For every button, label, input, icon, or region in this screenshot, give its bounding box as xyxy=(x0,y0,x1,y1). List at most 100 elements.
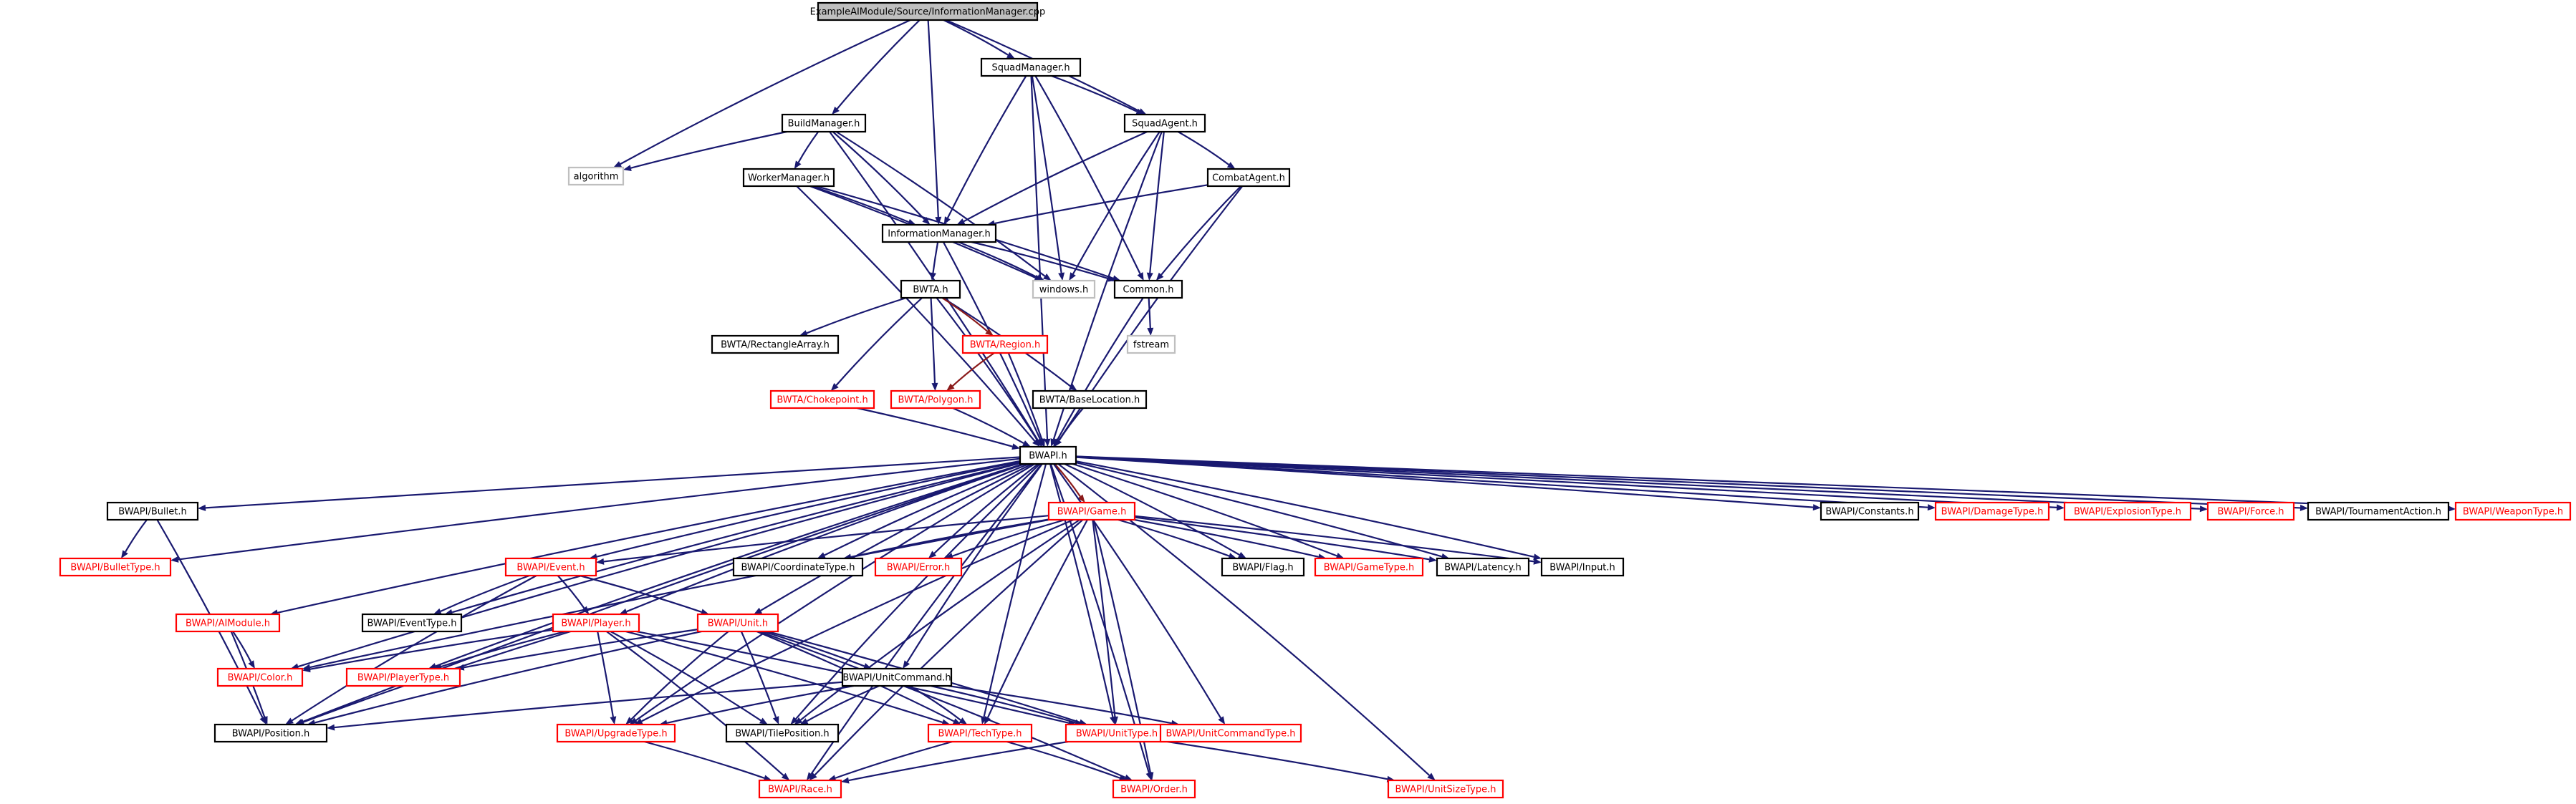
edge-squadagent-to-windows xyxy=(1072,131,1160,275)
node-gametype[interactable]: BWAPI/GameType.h xyxy=(1314,557,1424,577)
edge-aimodule-to-color xyxy=(232,631,252,663)
node-input[interactable]: BWAPI/Input.h xyxy=(1540,557,1625,577)
node-order[interactable]: BWAPI/Order.h xyxy=(1112,779,1196,799)
node-latency[interactable]: BWAPI/Latency.h xyxy=(1436,557,1530,577)
node-unitcommandtype[interactable]: BWAPI/UnitCommandType.h xyxy=(1159,723,1302,743)
node-region[interactable]: BWTA/Region.h xyxy=(961,334,1049,354)
node-common[interactable]: Common.h xyxy=(1113,279,1183,299)
node-coordtype[interactable]: BWAPI/CoordinateType.h xyxy=(732,557,864,577)
edge-player-to-race xyxy=(606,631,784,776)
node-rectarray[interactable]: BWTA/RectangleArray.h xyxy=(711,334,840,354)
edge-event-to-unit xyxy=(579,574,702,613)
node-box-unitcommand xyxy=(841,667,953,687)
node-label-upgradetype: BWAPI/UpgradeType.h xyxy=(564,729,667,740)
node-force[interactable]: BWAPI/Force.h xyxy=(2206,501,2295,521)
node-playertype[interactable]: BWAPI/PlayerType.h xyxy=(345,667,461,687)
edge-player-to-upgradetype xyxy=(597,631,614,717)
arrowhead-bwapi-to-upgradetype xyxy=(629,717,638,725)
arrowhead-bwta-to-polygon xyxy=(931,382,938,391)
node-damagetype[interactable]: BWAPI/DamageType.h xyxy=(1934,501,2050,521)
edge-bwapi-to-flag xyxy=(1064,463,1240,556)
arrowhead-bwapi-to-bullettype xyxy=(170,556,179,563)
node-box-unitcommandtype xyxy=(1159,723,1302,743)
arrowhead-bwta-to-chokepoint xyxy=(830,382,839,391)
edge-unitcommand-to-techtype xyxy=(909,685,961,721)
arrowhead-techtype-to-race xyxy=(827,775,837,782)
edge-bwapi-to-explosiontype xyxy=(1075,455,2057,508)
node-infomanager[interactable]: InformationManager.h xyxy=(881,223,997,243)
node-unitsizetype[interactable]: BWAPI/UnitSizeType.h xyxy=(1387,779,1504,799)
node-bullet[interactable]: BWAPI/Bullet.h xyxy=(106,501,199,521)
node-unit[interactable]: BWAPI/Unit.h xyxy=(696,613,779,633)
edge-infomanager-to-bwta xyxy=(932,241,939,273)
node-constants[interactable]: BWAPI/Constants.h xyxy=(1820,501,1920,521)
edge-bwapi-to-game xyxy=(1054,463,1081,497)
node-label-unit: BWAPI/Unit.h xyxy=(708,619,768,629)
node-label-polygon: BWTA/Polygon.h xyxy=(898,395,974,406)
node-tournamentaction[interactable]: BWAPI/TournamentAction.h xyxy=(2307,501,2450,521)
arrowhead-bwapi-to-weapontype xyxy=(2447,505,2456,513)
edge-game-to-race xyxy=(814,519,1084,776)
node-player[interactable]: BWAPI/Player.h xyxy=(552,613,640,633)
node-weapontype[interactable]: BWAPI/WeaponType.h xyxy=(2454,501,2572,521)
edge-unit-to-unitcommand xyxy=(762,630,865,667)
arrowhead-bwapi-to-constants xyxy=(1812,504,1821,511)
arrowhead-bwapi-to-unitcommand xyxy=(903,660,910,669)
node-techtype[interactable]: BWAPI/TechType.h xyxy=(927,723,1033,743)
node-squadagent[interactable]: SquadAgent.h xyxy=(1123,113,1206,133)
node-aimodule[interactable]: BWAPI/AIModule.h xyxy=(175,613,281,633)
edge-unit-to-tileposition xyxy=(740,631,777,718)
edge-region-to-bwapi xyxy=(1007,352,1043,440)
edge-squadmanager-to-infomanager xyxy=(946,75,1027,218)
node-tileposition[interactable]: BWAPI/TilePosition.h xyxy=(725,723,840,743)
node-label-color: BWAPI/Color.h xyxy=(228,673,293,684)
edge-squadagent-to-infomanager xyxy=(963,130,1148,223)
node-game[interactable]: BWAPI/Game.h xyxy=(1047,501,1136,521)
node-squadmanager[interactable]: SquadManager.h xyxy=(980,57,1082,77)
node-explosiontype[interactable]: BWAPI/ExplosionType.h xyxy=(2063,501,2192,521)
edge-bwta-to-bwapi xyxy=(936,297,1039,441)
node-position[interactable]: BWAPI/Position.h xyxy=(213,723,328,743)
node-event[interactable]: BWAPI/Event.h xyxy=(504,557,597,577)
node-bwta[interactable]: BWTA.h xyxy=(900,279,961,299)
node-eventtype[interactable]: BWAPI/EventType.h xyxy=(361,613,463,633)
node-error[interactable]: BWAPI/Error.h xyxy=(874,557,963,577)
edge-game-to-tileposition xyxy=(799,519,1080,721)
node-unittype[interactable]: BWAPI/UnitType.h xyxy=(1064,723,1169,743)
edge-root-to-infomanager xyxy=(927,19,939,218)
node-label-unitsizetype: BWAPI/UnitSizeType.h xyxy=(1395,785,1496,795)
node-buildmanager[interactable]: BuildManager.h xyxy=(781,113,867,133)
node-bwapi[interactable]: BWAPI.h xyxy=(1019,445,1077,465)
node-upgradetype[interactable]: BWAPI/UpgradeType.h xyxy=(556,723,676,743)
node-polygon[interactable]: BWTA/Polygon.h xyxy=(890,389,981,410)
edge-game-to-latency xyxy=(1134,516,1430,561)
node-bullettype[interactable]: BWAPI/BulletType.h xyxy=(59,557,172,577)
node-windows: windows.h xyxy=(1032,279,1096,299)
node-combatagent[interactable]: CombatAgent.h xyxy=(1206,168,1291,188)
node-label-unittype: BWAPI/UnitType.h xyxy=(1076,729,1158,740)
node-race[interactable]: BWAPI/Race.h xyxy=(758,779,842,799)
edge-bwapi-to-weapontype xyxy=(1075,455,2448,510)
node-root[interactable]: ExampleAIModule/Source/InformationManage… xyxy=(810,1,1046,21)
node-box-buildmanager xyxy=(781,113,867,133)
edge-unitcommand-to-unittype xyxy=(930,684,1076,724)
arrowhead-aimodule-to-color xyxy=(248,660,255,669)
edge-bwapi-to-latency xyxy=(1075,461,1442,558)
node-unitcommand[interactable]: BWAPI/UnitCommand.h xyxy=(841,667,953,687)
edge-bullet-to-bullettype xyxy=(125,519,148,553)
node-box-tileposition xyxy=(725,723,840,743)
edge-root-to-algorithm xyxy=(620,19,911,165)
node-box-latency xyxy=(1436,557,1530,577)
node-flag[interactable]: BWAPI/Flag.h xyxy=(1221,557,1305,577)
node-color[interactable]: BWAPI/Color.h xyxy=(216,667,304,687)
edge-workermanager-to-bwapi xyxy=(796,185,1036,442)
node-workermanager[interactable]: WorkerManager.h xyxy=(742,168,835,188)
arrowhead-player-to-color xyxy=(302,666,311,673)
node-box-techtype xyxy=(927,723,1033,743)
node-box-error xyxy=(874,557,963,577)
edge-common-to-bwapi xyxy=(1056,297,1144,441)
node-baselocation[interactable]: BWTA/BaseLocation.h xyxy=(1032,389,1148,410)
arrowhead-root-to-algorithm xyxy=(613,161,623,168)
node-box-infomanager xyxy=(881,223,997,243)
node-chokepoint[interactable]: BWTA/Chokepoint.h xyxy=(769,389,875,410)
